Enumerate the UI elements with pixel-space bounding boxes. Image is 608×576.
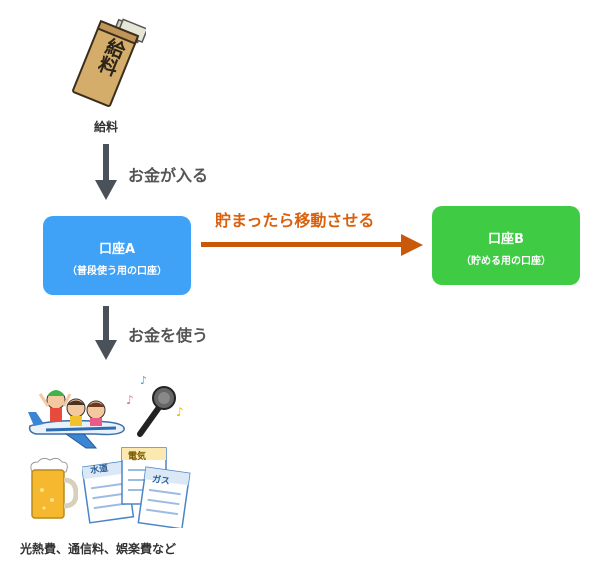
svg-text:♪: ♪ [176, 405, 184, 419]
arrow-right-transfer [201, 234, 423, 256]
account-a-box: 口座A （普段使う用の口座） [43, 216, 191, 295]
svg-text:♪: ♪ [126, 393, 134, 407]
account-a-title: 口座A [98, 242, 136, 257]
account-a-subtitle: （普段使う用の口座） [67, 266, 167, 277]
spend-label: お金を使う [128, 326, 209, 345]
salary-caption: 給料 [93, 120, 118, 134]
arrow-down-income [95, 144, 117, 200]
account-b-title: 口座B [488, 232, 524, 247]
account-b-subtitle: （貯める用の口座） [461, 256, 551, 267]
gas-bill-label: ガス [151, 474, 171, 488]
expenses-caption: 光熱費、通信料、娯楽費など [20, 542, 177, 556]
arrow-down-spend [95, 306, 117, 360]
electricity-bill-label: 電気 [128, 452, 147, 462]
beer-mug-icon [30, 457, 78, 519]
account-b-box: 口座B （貯める用の口座） [432, 206, 580, 285]
airplane-travel-icon [28, 390, 125, 449]
microphone-karaoke-icon: ♪ ♪ ♪ [126, 376, 184, 437]
salary-envelope-icon [72, 18, 146, 107]
water-bill-label: 水道 [89, 463, 109, 477]
transfer-label: 貯まったら移動させる [215, 211, 375, 230]
svg-text:♪: ♪ [140, 376, 147, 387]
income-label: お金が入る [128, 166, 209, 185]
utility-bills-icon [82, 447, 191, 528]
